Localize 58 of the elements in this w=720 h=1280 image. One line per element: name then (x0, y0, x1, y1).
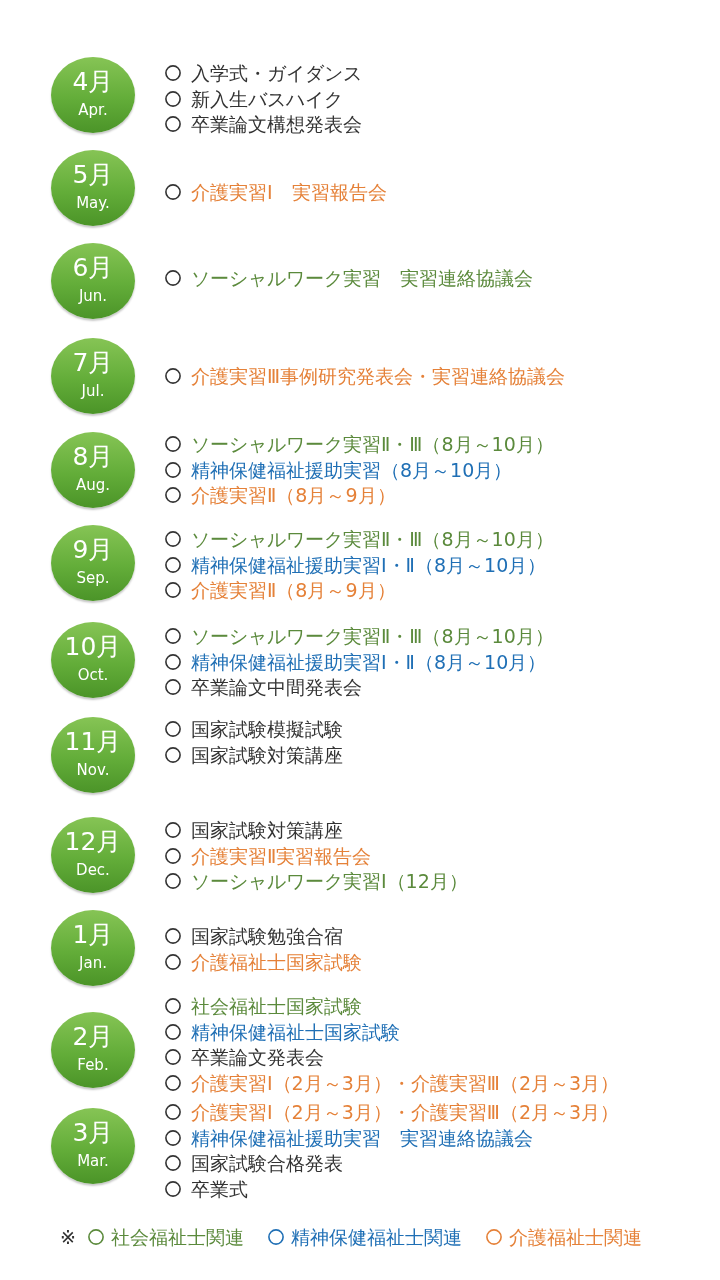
month-label: 12月 (64, 827, 122, 857)
event-text: 介護実習Ⅲ事例研究発表会・実習連絡協議会 (191, 364, 566, 388)
month-label: 7月 (72, 348, 114, 378)
event-text: 介護実習Ⅰ（2月～3月）・介護実習Ⅲ（2月～3月） (191, 1100, 620, 1124)
event-text: 卒業論文発表会 (191, 1045, 324, 1069)
event-text: 入学式・ガイダンス (191, 61, 362, 85)
month-label: 9月 (72, 535, 114, 565)
event-text: 国家試験対策講座 (191, 742, 343, 767)
month-label: 5月 (72, 160, 114, 190)
event-text: ソーシャルワーク実習Ⅱ・Ⅲ（8月～10月） (191, 624, 554, 648)
month-abbreviation: Jan. (79, 954, 107, 972)
event-text: 新入生バスハイク (191, 86, 343, 111)
month-abbreviation: Aug. (75, 476, 111, 494)
month-label: 2月 (72, 1022, 114, 1052)
event-text: 精神保健福祉援助実習Ⅰ・Ⅱ（8月～10月） (191, 552, 547, 577)
event-text: 介護実習Ⅱ実習報告会 (191, 843, 372, 868)
month-label: 10月 (64, 632, 122, 662)
month-abbreviation: Mar. (77, 1152, 109, 1170)
event-text: 国家試験模擬試験 (191, 717, 343, 741)
event-text: ソーシャルワーク実習Ⅱ・Ⅲ（8月～10月） (191, 527, 554, 551)
legend-text: 社会福祉士関連 (110, 1225, 244, 1249)
month-abbreviation: Sep. (76, 569, 110, 587)
event-text: ソーシャルワーク実習Ⅱ・Ⅲ（8月～10月） (191, 432, 554, 456)
month-abbreviation: Jun. (78, 287, 108, 305)
legend-text: 精神保健福祉士関連 (290, 1225, 462, 1249)
month-abbreviation: May. (76, 194, 110, 212)
event-text: 国家試験合格発表 (191, 1151, 343, 1175)
month-label: 8月 (72, 442, 114, 472)
month-abbreviation: Oct. (77, 666, 109, 684)
note-mark: ※ (60, 1225, 76, 1249)
month-label: 1月 (72, 920, 114, 950)
legend-text: 介護福祉士関連 (508, 1225, 642, 1249)
event-text: 卒業論文構想発表会 (191, 112, 362, 136)
event-text: 介護実習Ⅰ 実習報告会 (191, 180, 387, 204)
event-text: 卒業論文中間発表会 (191, 675, 362, 699)
month-label: 3月 (72, 1118, 114, 1148)
event-text: 介護実習Ⅱ（8月～9月） (191, 483, 396, 507)
event-text: 国家試験勉強合宿 (191, 924, 343, 948)
month-abbreviation: Apr. (78, 101, 108, 119)
event-text: 卒業式 (191, 1176, 248, 1201)
event-text: 社会福祉士国家試験 (191, 994, 362, 1018)
month-label: 4月 (72, 67, 114, 97)
event-text: 介護実習Ⅱ（8月～9月） (191, 578, 396, 602)
event-text: 介護福祉士国家試験 (191, 949, 362, 974)
month-label: 6月 (72, 253, 114, 283)
event-text: 介護実習Ⅰ（2月～3月）・介護実習Ⅲ（2月～3月） (191, 1070, 620, 1095)
month-abbreviation: Nov. (76, 761, 110, 779)
month-abbreviation: Jul. (81, 382, 105, 400)
event-text: 精神保健福祉援助実習（8月～10月） (191, 457, 513, 482)
month-abbreviation: Dec. (76, 861, 110, 879)
event-text: 国家試験対策講座 (191, 818, 343, 842)
month-abbreviation: Feb. (77, 1056, 109, 1074)
month-label: 11月 (64, 727, 122, 757)
event-text: ソーシャルワーク実習Ⅰ（12月） (191, 869, 468, 893)
event-text: 精神保健福祉援助実習 実習連絡協議会 (191, 1125, 533, 1150)
event-text: ソーシャルワーク実習 実習連絡協議会 (191, 266, 533, 290)
event-text: 精神保健福祉援助実習Ⅰ・Ⅱ（8月～10月） (191, 649, 547, 674)
event-text: 精神保健福祉士国家試験 (191, 1019, 400, 1044)
